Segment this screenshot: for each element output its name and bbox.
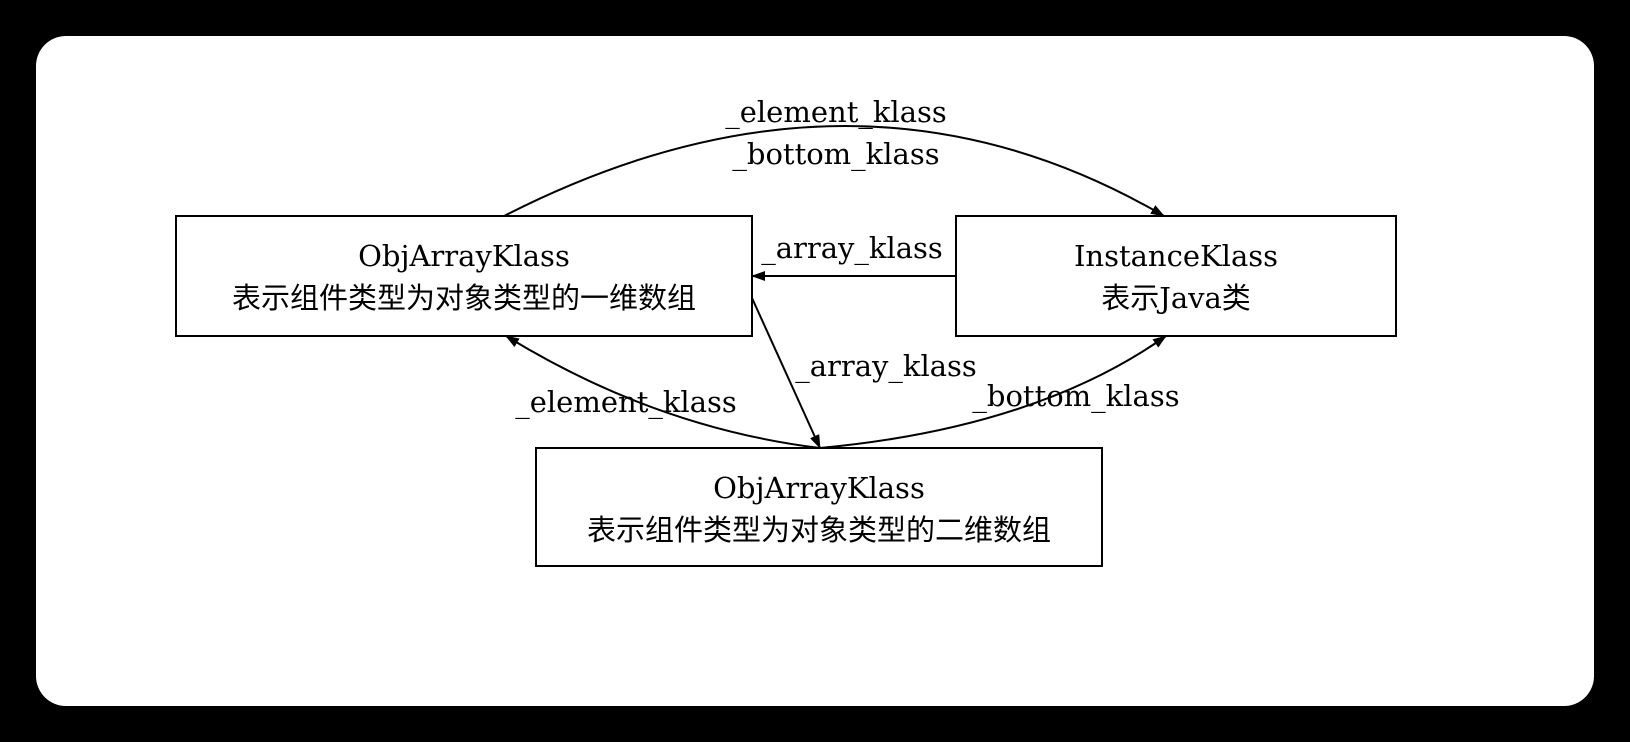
node-subtitle: 表示组件类型为对象类型的二维数组 — [587, 513, 1051, 547]
node-title: ObjArrayKlass — [358, 239, 570, 273]
node-obj-array-klass-2d: ObjArrayKlass 表示组件类型为对象类型的二维数组 — [535, 447, 1103, 567]
node-title: InstanceKlass — [1074, 239, 1278, 273]
edge-1d-array-klass — [751, 297, 821, 449]
node-subtitle: 表示组件类型为对象类型的一维数组 — [232, 281, 696, 315]
edge-top-element-bottom-klass — [503, 125, 1165, 217]
label-top-element-klass: _element_klass — [725, 95, 947, 130]
label-1d-array-klass: _array_klass — [795, 349, 977, 384]
label-instance-array-klass: _array_klass — [761, 231, 943, 266]
node-subtitle: 表示Java类 — [1101, 281, 1251, 315]
node-obj-array-klass-1d: ObjArrayKlass 表示组件类型为对象类型的一维数组 — [175, 215, 753, 337]
edge-2d-bottom-klass — [819, 335, 1167, 449]
edge-2d-element-klass — [505, 335, 821, 449]
label-2d-bottom-klass: _bottom_klass — [972, 379, 1179, 414]
class-relationship-diagram: _element_klass _bottom_klass _array_klas… — [175, 95, 1397, 567]
node-title: ObjArrayKlass — [713, 471, 925, 505]
node-instance-klass: InstanceKlass 表示Java类 — [955, 215, 1397, 337]
diagram-card: _element_klass _bottom_klass _array_klas… — [36, 36, 1594, 706]
label-2d-element-klass: _element_klass — [515, 385, 737, 420]
label-top-bottom-klass: _bottom_klass — [732, 137, 939, 172]
